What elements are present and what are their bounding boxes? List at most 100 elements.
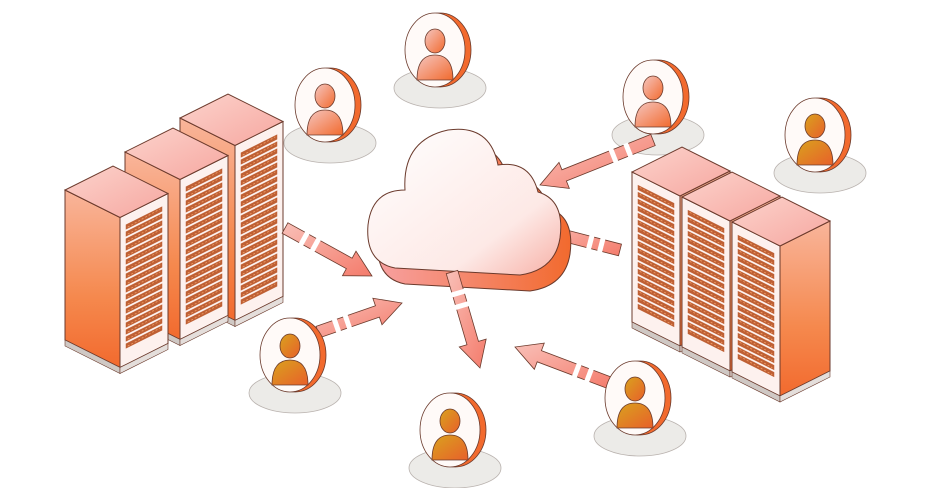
vent-slot: [737, 311, 775, 336]
vent-slot: [185, 196, 223, 220]
vent-slot: [185, 168, 223, 192]
vent-slot: [240, 141, 278, 165]
arrow-icon-user-to-cloud-left: [315, 297, 403, 339]
vent-slot: [687, 244, 725, 269]
rack-top: [680, 171, 782, 222]
vent-slot: [185, 245, 223, 269]
vent-slot: [637, 233, 675, 258]
vent-slot: [185, 224, 223, 248]
person-head: [642, 75, 664, 101]
person-body: [271, 359, 309, 386]
arrow-gap: [586, 234, 595, 250]
vent-slot: [637, 261, 675, 286]
vent-slot: [637, 240, 675, 265]
rack-vents: [125, 206, 163, 349]
person-body: [306, 109, 344, 136]
vent-slot: [125, 248, 163, 272]
vent-slot: [737, 290, 775, 315]
vent-slot: [637, 212, 675, 237]
vent-slot: [737, 262, 775, 287]
vent-slot: [687, 223, 725, 248]
vent-slot: [240, 148, 278, 172]
user-avatar-icon-far-right: [773, 97, 867, 194]
vent-slot: [637, 282, 675, 307]
person-head: [804, 113, 826, 139]
rack-top: [123, 127, 230, 181]
rack-vents: [185, 168, 223, 325]
vent-slot: [185, 231, 223, 255]
vent-slot: [687, 328, 725, 353]
vent-slot: [687, 237, 725, 262]
arrow-shape: [514, 342, 613, 390]
rack-top: [630, 146, 732, 197]
vent-slot: [240, 204, 278, 228]
vent-slot: [737, 255, 775, 280]
vent-slot: [185, 238, 223, 262]
person-head: [424, 28, 446, 54]
vent-slot: [125, 290, 163, 314]
vent-slot: [125, 234, 163, 258]
rack-vents: [737, 234, 775, 378]
vent-slot: [125, 297, 163, 321]
arrow-shape: [281, 222, 373, 277]
vent-slot: [687, 321, 725, 346]
user-avatar-icon-lower-right: [593, 360, 687, 457]
vent-slot: [240, 225, 278, 249]
arrow-icon-user-to-cloud-right: [514, 342, 613, 390]
user-avatar-icon-top: [393, 12, 487, 109]
vent-slot: [185, 294, 223, 318]
rack-vents: [240, 134, 278, 305]
vent-slot: [240, 253, 278, 277]
arrow-gap: [571, 362, 582, 378]
vent-slot: [637, 303, 675, 328]
cloud-icon: [367, 128, 572, 292]
vent-slot: [240, 197, 278, 221]
vent-slot: [737, 283, 775, 308]
vent-slot: [240, 176, 278, 200]
vent-slot: [185, 287, 223, 311]
cloud-face: [367, 128, 562, 276]
vent-slot: [737, 304, 775, 329]
vent-slot: [240, 183, 278, 207]
vent-slot: [125, 213, 163, 237]
vent-slot: [637, 254, 675, 279]
vent-slot: [737, 318, 775, 343]
arrow-gap: [309, 237, 322, 253]
vent-slot: [240, 218, 278, 242]
vent-slot: [637, 184, 675, 209]
arrow-gap: [623, 142, 634, 158]
vent-slot: [687, 286, 725, 311]
vent-slot: [637, 191, 675, 216]
vent-slot: [737, 269, 775, 294]
vent-slot: [637, 205, 675, 230]
vent-slot: [737, 325, 775, 350]
server-rack-icon-right-3: [730, 196, 832, 403]
arrow-icon-user-to-cloud: [539, 133, 656, 189]
vent-slot: [125, 227, 163, 251]
arrow-gap: [450, 288, 466, 298]
rack-base: [119, 343, 169, 374]
vent-slot: [185, 175, 223, 199]
vent-slot: [687, 293, 725, 318]
vent-slot: [185, 217, 223, 241]
rack-vents: [687, 209, 725, 353]
vent-slot: [687, 258, 725, 283]
user-avatar-icon-bottom: [408, 392, 502, 488]
vent-slot: [125, 262, 163, 286]
server-rack-icon-left-1: [63, 165, 170, 374]
vent-slot: [125, 255, 163, 279]
rack-base: [179, 315, 229, 346]
arrow-shape: [315, 297, 403, 339]
arrow-gap: [342, 314, 353, 330]
rack-vents: [637, 184, 675, 328]
vent-slot: [637, 198, 675, 223]
vent-slot: [737, 339, 775, 364]
vent-slot: [637, 247, 675, 272]
vent-slot: [687, 230, 725, 255]
vent-slot: [687, 216, 725, 241]
rack-base: [234, 296, 284, 327]
person-head: [624, 376, 646, 402]
vent-slot: [125, 318, 163, 342]
